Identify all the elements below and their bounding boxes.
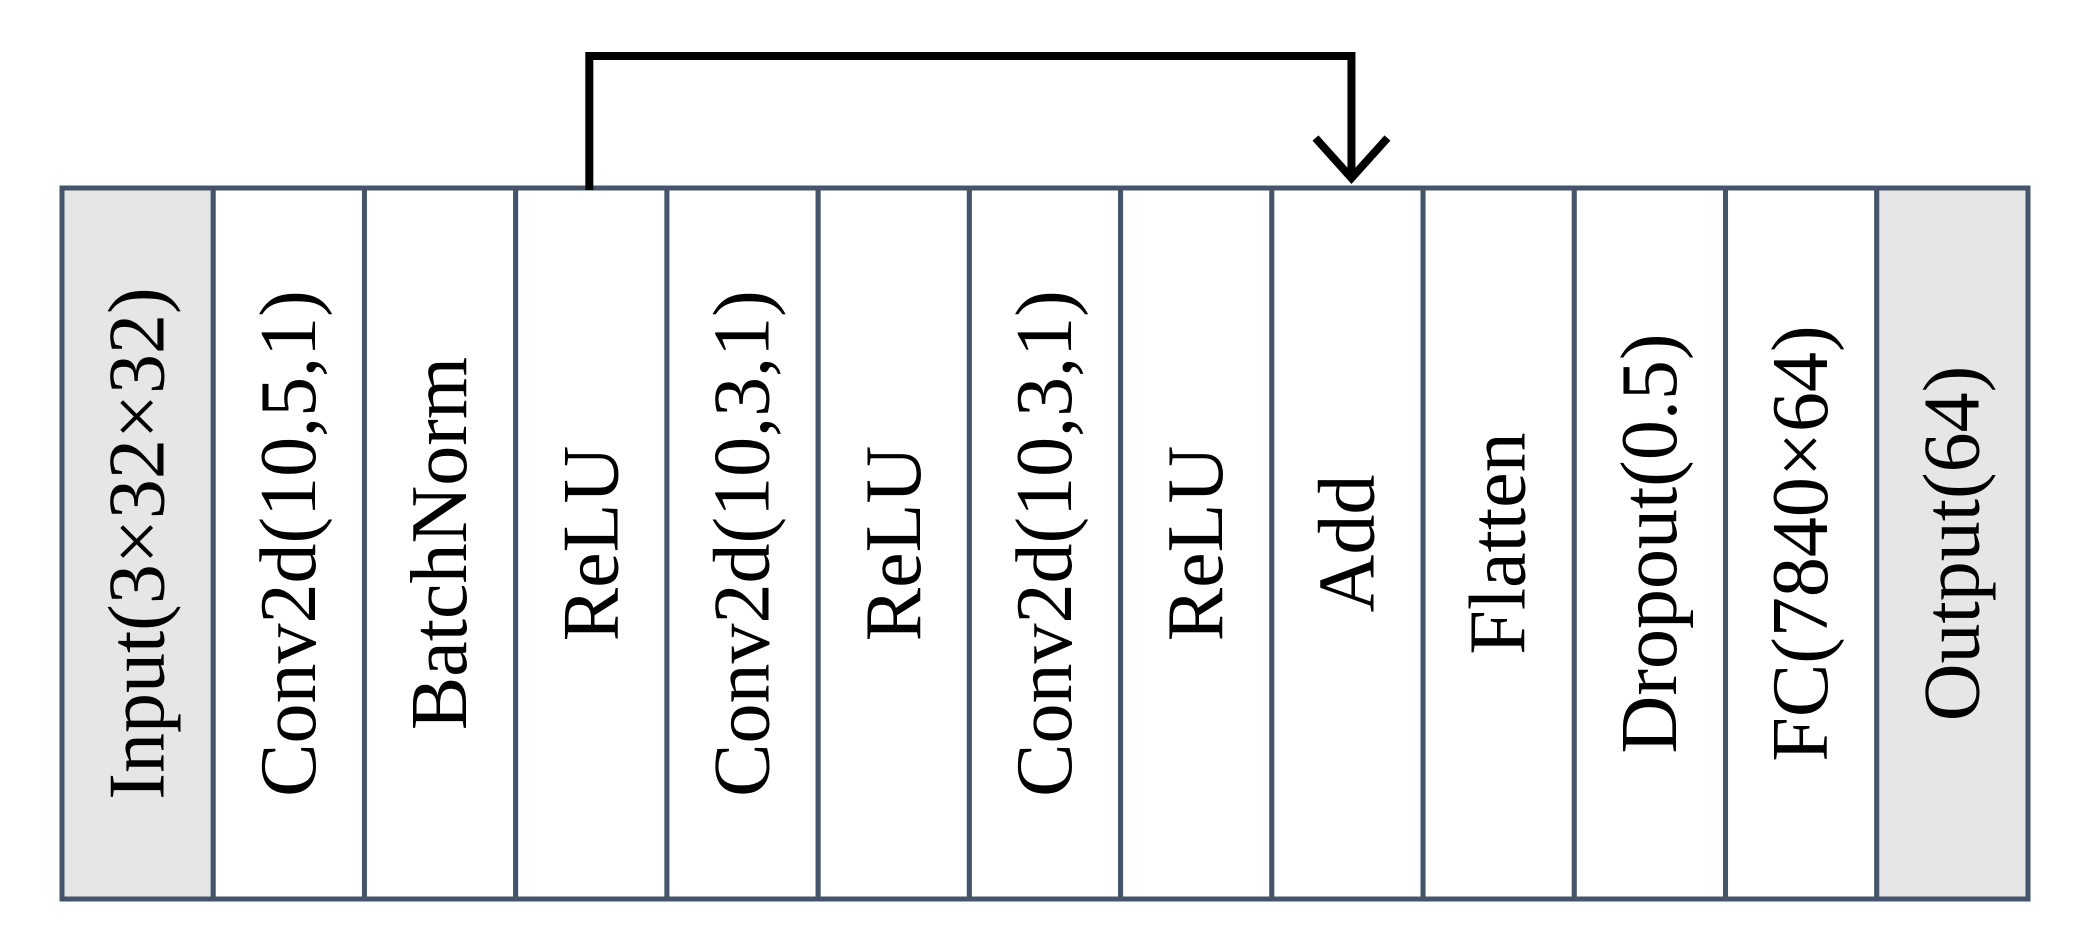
layer-label-5: Conv2d(10,3,1) [699, 290, 787, 797]
layer-label-8: ReLU [1152, 446, 1240, 642]
layer-block-13-output-64 [1874, 185, 2031, 902]
skip-connection-arrowhead [1312, 135, 1391, 184]
layer-label-1: Input(3×32×32) [94, 287, 182, 799]
layer-label-7: Conv2d(10,3,1) [1001, 290, 1089, 797]
skip-connection [585, 52, 1391, 190]
layer-block-8-relu [1118, 185, 1275, 902]
layer-block-7-conv2d-10-3-1 [966, 185, 1124, 902]
layer-block-1-input-3-32-32 [59, 185, 216, 902]
layer-label-10: Flatten [1455, 432, 1543, 654]
layer-label-9: Add [1303, 475, 1391, 613]
layer-block-5-conv2d-10-3-1 [664, 185, 821, 902]
layer-label-11: Dropout(0.5) [1606, 334, 1694, 754]
layer-label-2: Conv2d(10,5,1) [245, 290, 333, 797]
layer-block-2-conv2d-10-5-1 [210, 185, 367, 902]
layer-block-9-add [1269, 185, 1426, 902]
layer-label-4: ReLU [547, 446, 635, 642]
layer-label-3: BatchNorm [396, 357, 484, 730]
layer-label-6: ReLU [850, 446, 938, 642]
layer-block-12-fc-7840-64 [1723, 185, 1880, 902]
layer-block-3-batchnorm [361, 185, 519, 902]
layer-label-12: FC(7840×64) [1757, 325, 1845, 761]
layer-block-6-relu [815, 185, 972, 902]
skip-connection-line [585, 52, 1356, 190]
layer-label-13: Output(64) [1908, 366, 1996, 722]
layer-block-10-flatten [1420, 185, 1577, 902]
layer-blocks: Input(3×32×32) Conv2d(10,5,1) BatchNorm ReL… [59, 185, 2031, 902]
